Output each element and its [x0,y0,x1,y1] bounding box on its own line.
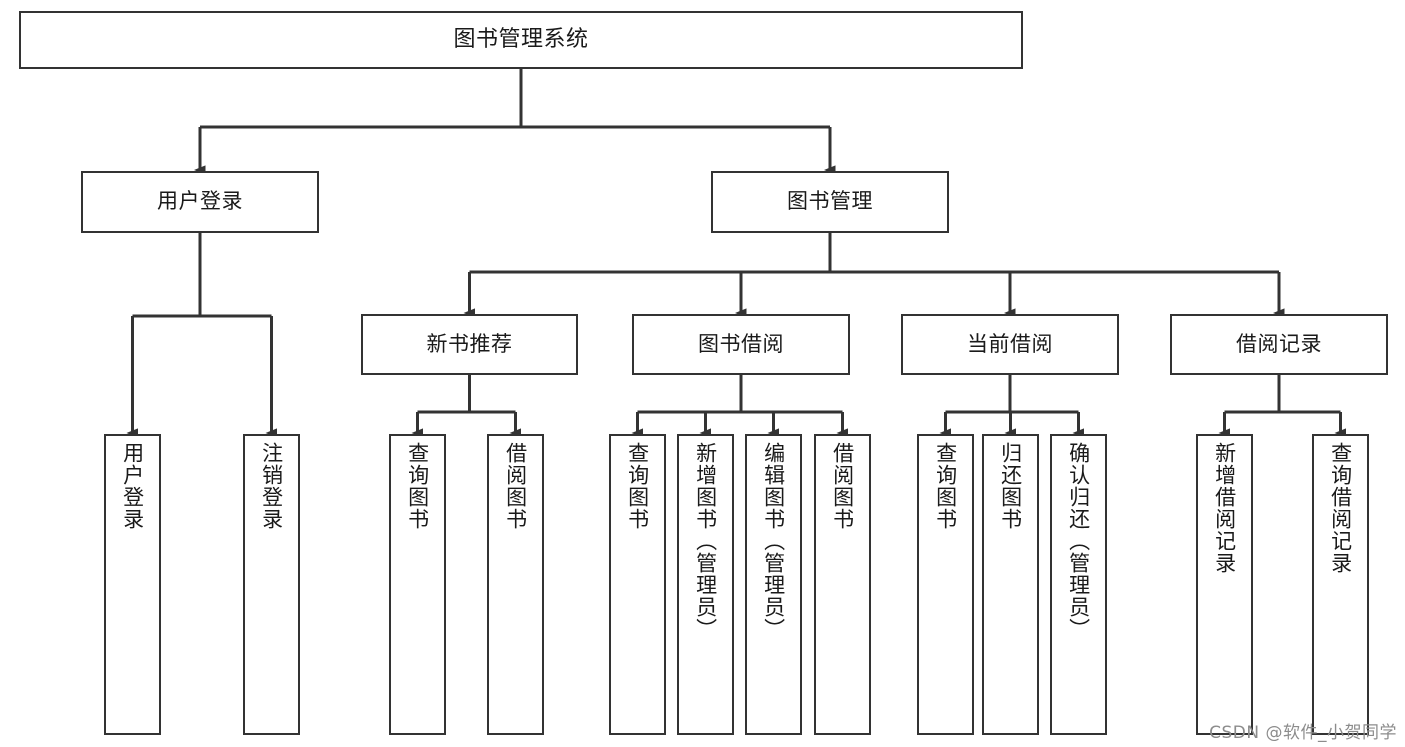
node-leaf-borrow-book-1[interactable]: 借阅图书 [487,434,544,735]
node-label: 查询图书 [625,442,650,530]
node-label: 查询图书 [405,442,430,530]
node-label: 借阅记录 [1236,331,1322,356]
node-leaf-query-book-2[interactable]: 查询图书 [609,434,666,735]
node-label: 编辑图书（管理员） [761,442,786,640]
watermark: CSDN @软件_小贺同学 [1209,723,1397,743]
node-root[interactable]: 图书管理系统 [19,11,1023,69]
node-label: 图书借阅 [698,331,784,356]
node-label: 查询图书 [933,442,958,530]
node-leaf-logout[interactable]: 注销登录 [243,434,300,735]
node-label: 借阅图书 [503,442,528,530]
node-book-manage[interactable]: 图书管理 [711,171,949,233]
node-label: 新书推荐 [426,331,513,356]
node-leaf-borrow-book-2[interactable]: 借阅图书 [814,434,871,735]
node-user-login[interactable]: 用户登录 [81,171,319,233]
node-label: 注销登录 [259,442,284,530]
node-label: 用户登录 [120,442,145,530]
node-label: 查询借阅记录 [1328,442,1353,574]
node-leaf-confirm-return[interactable]: 确认归还（管理员） [1050,434,1107,735]
node-label: 新增借阅记录 [1212,442,1237,574]
node-leaf-user-login[interactable]: 用户登录 [104,434,161,735]
node-label: 图书管理系统 [453,26,589,52]
node-leaf-return-book[interactable]: 归还图书 [982,434,1039,735]
node-label: 用户登录 [157,189,243,214]
node-leaf-query-record[interactable]: 查询借阅记录 [1312,434,1369,735]
node-leaf-query-book-3[interactable]: 查询图书 [917,434,974,735]
node-label: 新增图书（管理员） [693,442,718,640]
node-new-book-rec[interactable]: 新书推荐 [361,314,578,375]
node-leaf-add-book[interactable]: 新增图书（管理员） [677,434,734,735]
node-leaf-edit-book[interactable]: 编辑图书（管理员） [745,434,802,735]
node-current-borrow[interactable]: 当前借阅 [901,314,1119,375]
node-label: 当前借阅 [967,331,1053,356]
node-label: 借阅图书 [830,442,855,530]
node-book-borrow[interactable]: 图书借阅 [632,314,850,375]
node-label: 确认归还（管理员） [1066,442,1091,640]
node-label: 图书管理 [787,189,873,214]
node-label: 归还图书 [998,442,1023,530]
node-borrow-record[interactable]: 借阅记录 [1170,314,1388,375]
node-leaf-add-record[interactable]: 新增借阅记录 [1196,434,1253,735]
node-leaf-query-book-1[interactable]: 查询图书 [389,434,446,735]
